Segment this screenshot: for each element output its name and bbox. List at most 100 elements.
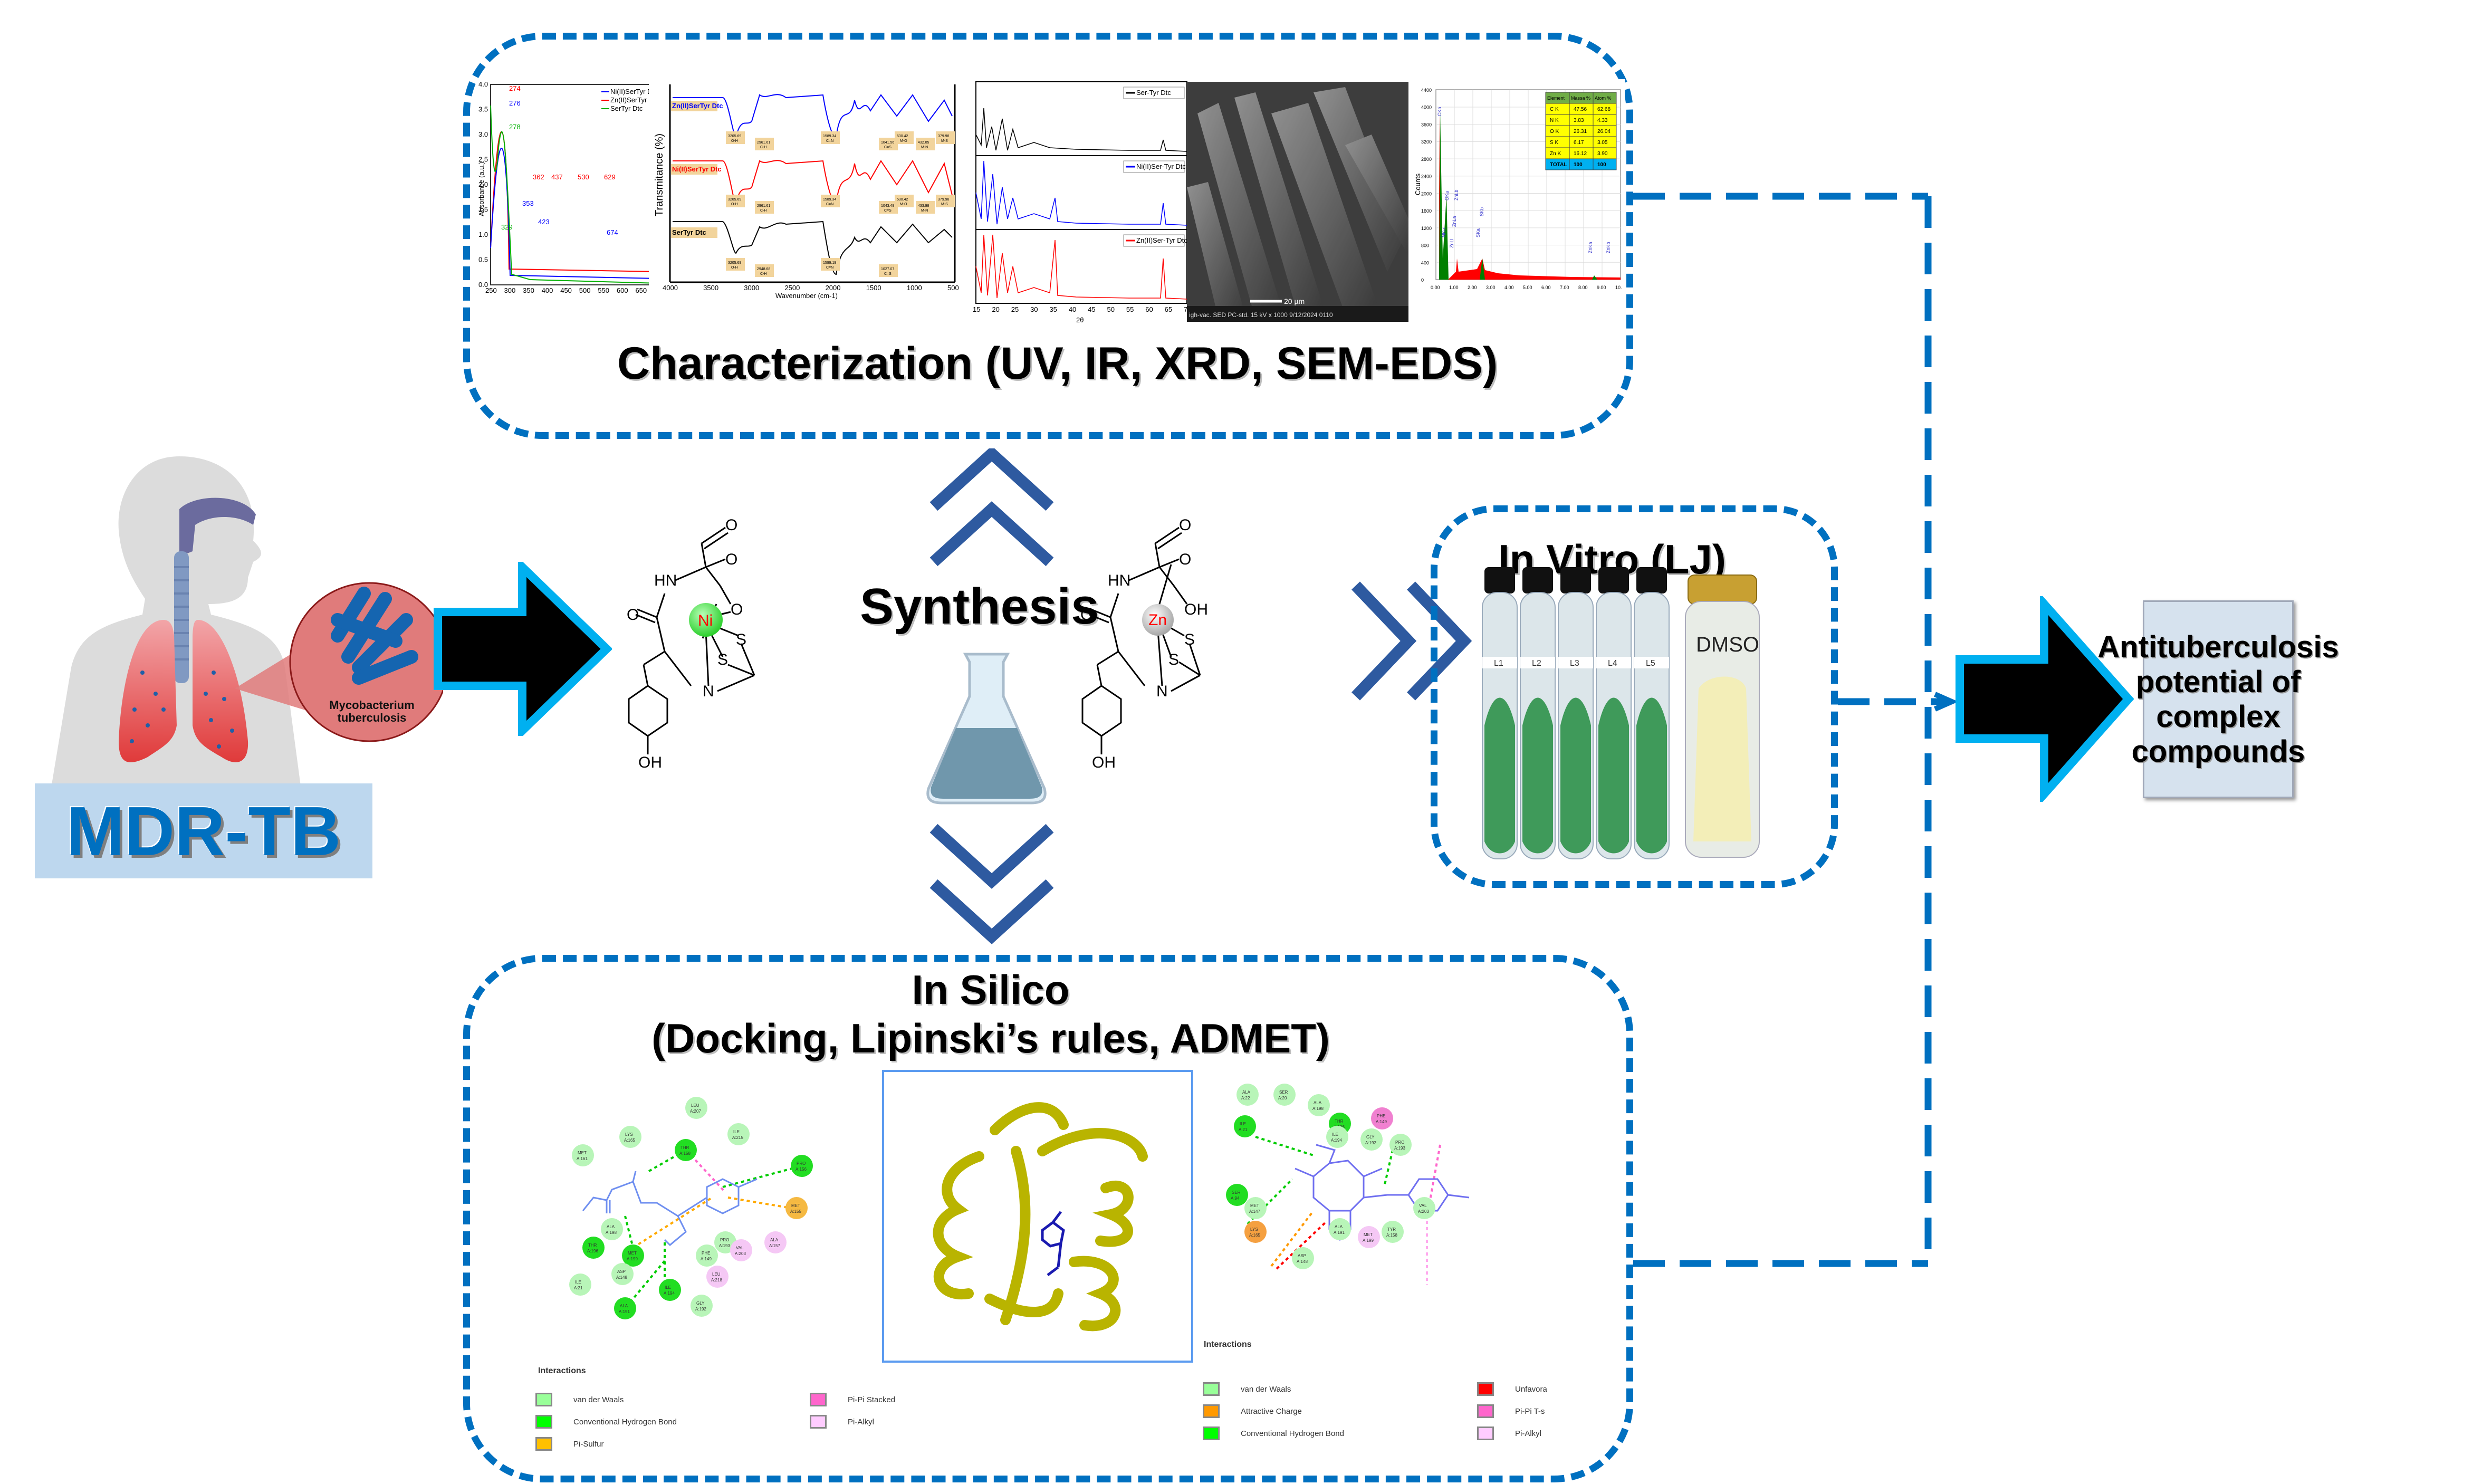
svg-text:O: O <box>731 601 743 618</box>
uv-curve-ser <box>490 105 660 284</box>
ir-band-assignment: O-H <box>731 139 738 143</box>
control-jar-label: DMSO <box>1696 633 1759 656</box>
xrd-xtick: 40 <box>1069 305 1076 313</box>
ir-band-assignment: O-H <box>731 203 738 206</box>
residue-bubble <box>1371 1107 1393 1129</box>
svg-text:O: O <box>1179 516 1191 534</box>
legend-label: van der Waals <box>573 1395 624 1404</box>
legend-item: van der Waals <box>535 1393 624 1406</box>
ir-band-tag <box>821 131 840 144</box>
residue-name: GLY <box>696 1301 705 1306</box>
legend-swatch <box>535 1437 552 1451</box>
tube-label: L2 <box>1532 659 1541 668</box>
legend-swatch <box>1203 1426 1220 1440</box>
in-silico-panel <box>463 955 1633 1482</box>
residue-name: THR <box>1335 1119 1344 1124</box>
residue-name: ALA <box>1314 1100 1322 1105</box>
svg-text:S: S <box>1184 631 1195 648</box>
lj-medium <box>1484 697 1515 854</box>
uv-peak-label: 629 <box>604 173 616 181</box>
residue-name: ALA <box>1242 1090 1251 1095</box>
ir-band-assignment: M-O <box>900 203 907 206</box>
residue-name: PRO <box>1395 1140 1404 1145</box>
uv-ytick: 1.0 <box>478 231 488 238</box>
uv-ytick: 3.5 <box>478 106 488 113</box>
uv-peak-label: 276 <box>509 99 521 107</box>
xrd-xtick: 50 <box>1107 305 1115 313</box>
xrd-legend-box <box>1123 87 1185 99</box>
residue-name: MET <box>578 1151 587 1155</box>
ir-series-label-bg <box>671 227 717 238</box>
eds-table-cell: 3.90 <box>1597 151 1608 157</box>
legend-swatch <box>1477 1382 1494 1396</box>
legend-label: Pi-Sulfur <box>573 1439 604 1449</box>
residue-number: A:192 <box>1365 1141 1376 1145</box>
uv-ytick: 2.0 <box>478 180 488 188</box>
tube-cap <box>1484 567 1515 593</box>
human-lungs-icon <box>45 456 449 826</box>
residue-bubble <box>1413 1197 1435 1219</box>
ir-band-assignment: C=N <box>826 139 833 143</box>
uv-legend-zn: Zn(II)SerTyr Dtc <box>610 96 659 104</box>
xrd-xtick: 35 <box>1049 305 1057 313</box>
residue-name: ALA <box>1335 1224 1343 1229</box>
uv-xtick: 500 <box>579 286 591 294</box>
residue-bubble <box>1292 1247 1314 1269</box>
residue-name: TYR <box>1387 1227 1396 1232</box>
ir-xtick: 1500 <box>866 284 881 292</box>
eds-table-cell: C K <box>1550 107 1559 112</box>
xrd-xtick: 20 <box>992 305 999 313</box>
eds-table-total-bg <box>1593 158 1617 170</box>
uv-xtick: 350 <box>523 286 534 294</box>
ir-band-assignment: M-S <box>941 203 948 206</box>
residue-number: A:94 <box>1231 1196 1240 1201</box>
tube-label: L4 <box>1608 659 1617 668</box>
residue-bubble <box>764 1231 787 1253</box>
eds-ytick: 4000 <box>1421 105 1432 110</box>
residue-name: SER <box>1232 1190 1241 1195</box>
eds-table-cell: 3.83 <box>1574 118 1584 123</box>
ir-xlabel: Wavenumber (cm-1) <box>775 292 838 300</box>
ir-band-tag <box>726 195 745 207</box>
legend-item: Pi-Sulfur <box>535 1437 604 1451</box>
outcome-line1: Antituberculosis <box>2097 629 2339 664</box>
eds-peak-label: CKa <box>1437 107 1442 116</box>
ir-band-tag <box>916 201 935 214</box>
eds-table-cell: 47.56 <box>1574 107 1587 112</box>
residue-name: ILE <box>665 1285 671 1290</box>
residue-name: PRO <box>720 1238 729 1242</box>
result-arrow-icon <box>1956 596 2134 802</box>
residue-number: A:203 <box>1418 1209 1429 1214</box>
ir-band-value: 2948.68 <box>757 267 770 271</box>
ir-band-value: 3205.69 <box>728 198 741 202</box>
ir-band-tag <box>726 131 745 144</box>
eds-ytick: 2000 <box>1421 191 1432 196</box>
in-silico-title-line1: In Silico <box>912 966 1070 1013</box>
eds-table-total-cell: 100 <box>1574 162 1583 168</box>
residue-bubble <box>1326 1126 1348 1148</box>
ir-ylabel: Transmitance (%) <box>654 133 665 216</box>
legend-item: Pi-Alkyl <box>810 1415 874 1429</box>
legend-label: Unfavora <box>1515 1384 1547 1394</box>
zn-metal-label: Zn <box>1148 611 1167 629</box>
eds-table-cell: 26.04 <box>1597 129 1611 135</box>
legend-swatch <box>1477 1404 1494 1418</box>
svg-text:O: O <box>1080 606 1092 624</box>
xrd-xtick: 70 <box>1184 305 1190 313</box>
tube-cap <box>1522 567 1553 593</box>
residue-number: A:198 <box>606 1230 617 1235</box>
legend-label: Conventional Hydrogen Bond <box>1241 1429 1344 1438</box>
ir-band-assignment: C=N <box>826 266 833 270</box>
residue-bubble <box>569 1274 591 1296</box>
left-lung <box>119 620 177 762</box>
residue-bubble <box>659 1279 681 1301</box>
ir-series-label: Ni(II)SerTyr Dtc <box>672 165 722 173</box>
sem-scale-bar: 20 µm <box>1284 297 1305 305</box>
residue-name: GLY <box>1366 1135 1375 1140</box>
tube-label-strip <box>1558 657 1593 668</box>
ir-band-value: 1043.49 <box>881 204 894 208</box>
protein-ribbon-icon <box>933 1102 1148 1332</box>
lj-medium <box>1636 697 1667 854</box>
svg-text:HN: HN <box>654 572 677 589</box>
residue-name: PRO <box>797 1161 806 1166</box>
